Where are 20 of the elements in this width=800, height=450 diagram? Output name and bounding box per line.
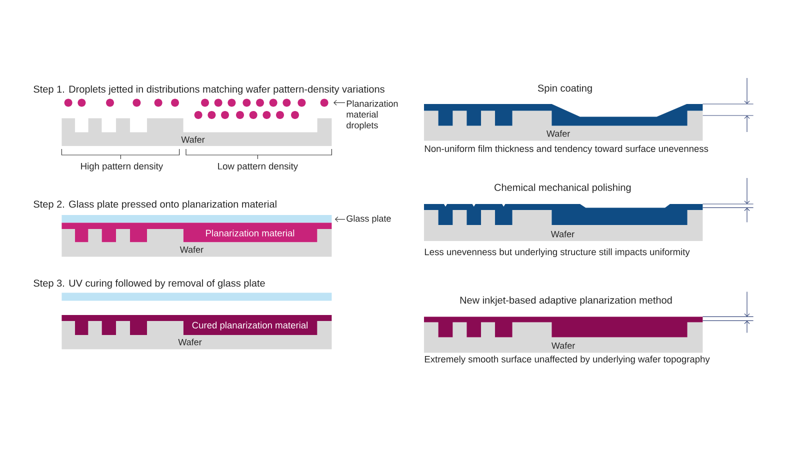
coated-wafer: Wafer — [424, 104, 703, 141]
step-heading: Step 1. Droplets jetted in distributions matching wafer pattern-density variations — [34, 85, 384, 95]
bracket-label: Low pattern density — [218, 162, 298, 172]
leader-arrow — [334, 216, 346, 222]
droplet — [320, 98, 328, 107]
material-layer: Planarization material — [62, 222, 332, 242]
method-heading: New inkjet-based adaptive planarization method — [460, 296, 672, 306]
coated-wafer: Wafer — [424, 204, 703, 241]
leader-arrow — [334, 100, 346, 106]
callout-label: Glass plate — [346, 215, 391, 224]
material-layer: Cured planarization material — [62, 315, 332, 335]
bracket-label: High pattern density — [81, 162, 164, 172]
method-heading: Spin coating — [538, 84, 592, 94]
step-heading: Step 3. UV curing followed by removal of glass plate — [34, 279, 265, 289]
coated-wafer: Wafer — [424, 316, 703, 353]
callout-label: Planarization material droplets — [346, 100, 398, 130]
wafer: Wafer — [62, 118, 332, 146]
step-heading: Step 2. Glass plate pressed onto planarization material — [34, 200, 276, 210]
method-heading: Chemical mechanical polishing — [494, 184, 631, 193]
glass-plate — [62, 215, 332, 223]
